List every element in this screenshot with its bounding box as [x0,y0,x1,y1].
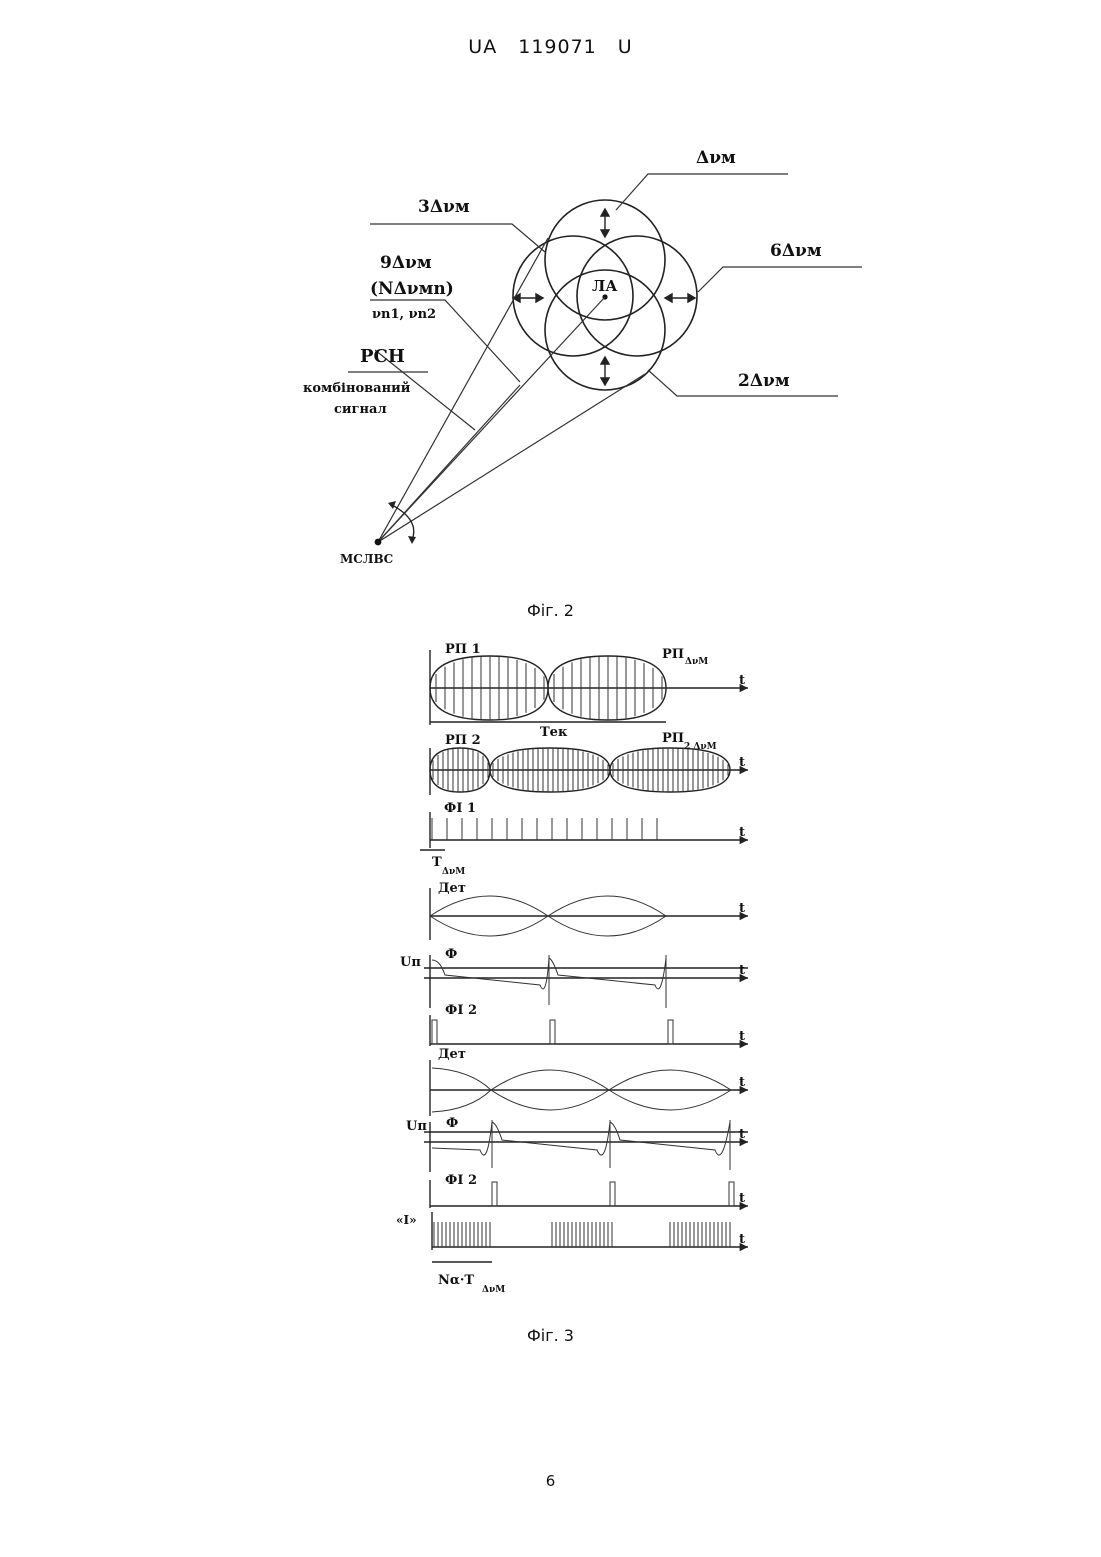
label-t-7: t [739,1075,745,1090]
label-rp2: РП 2 [445,733,481,748]
label-phi1: Ф [445,947,457,962]
label-t-1: t [739,673,745,688]
label-un1: Uп [400,955,421,970]
label-det1: Дет [438,881,466,896]
fi1-pulses [432,818,657,840]
row-fi1: ФІ 1 t T ΔνМ [420,801,748,877]
label-t-dv: T [432,855,442,870]
label-det2: Дет [438,1047,466,1062]
label-t-9: t [739,1191,745,1206]
row-rp1: РП 1 РП ΔνМ t Tек [430,642,748,740]
label-rp2-dv-sub: 2 ΔνМ [684,742,717,752]
label-t-8: t [739,1127,745,1142]
label-n-alpha-sub: ΔνМ [482,1285,505,1295]
label-n-alpha: Nα·T [438,1273,474,1288]
row-det2: Дет t [430,1047,748,1116]
label-rp1: РП 1 [445,642,481,657]
page-number: 6 [0,1472,1101,1490]
label-t-3: t [739,825,745,840]
row-det1: Дет t [430,881,748,940]
figure-3-caption: Фіг. 3 [0,1326,1101,1345]
row-one: «І» t Nα·T ΔνМ [396,1212,748,1295]
label-rp-dv-sub: ΔνМ [685,657,708,667]
label-rp2-dv: РП [662,731,684,746]
label-t-dv-sub: ΔνМ [442,867,465,877]
label-tek: Tек [540,725,568,740]
label-fi1: ФІ 1 [444,801,476,816]
label-rp-dv: РП [662,647,684,662]
label-fi2a: ФІ 2 [445,1003,477,1018]
label-t-4: t [739,901,745,916]
row-fi2b: ФІ 2 t [430,1173,748,1208]
row-rp2: РП 2 РП 2 ΔνМ t [430,731,748,795]
row-phi1: Uп Ф t [400,947,748,1008]
row-fi2a: ФІ 2 t [430,1003,748,1046]
label-t-10: t [739,1232,745,1247]
label-t-6: t [739,1029,745,1044]
label-t-5: t [739,963,745,978]
label-t-2: t [739,755,745,770]
label-fi2b: ФІ 2 [445,1173,477,1188]
label-one: «І» [396,1213,417,1227]
pulse-bursts [434,1222,730,1247]
label-un2: Uп [406,1119,427,1134]
label-phi2: Ф [446,1116,458,1131]
row-phi2: Uп Ф t [406,1116,748,1172]
